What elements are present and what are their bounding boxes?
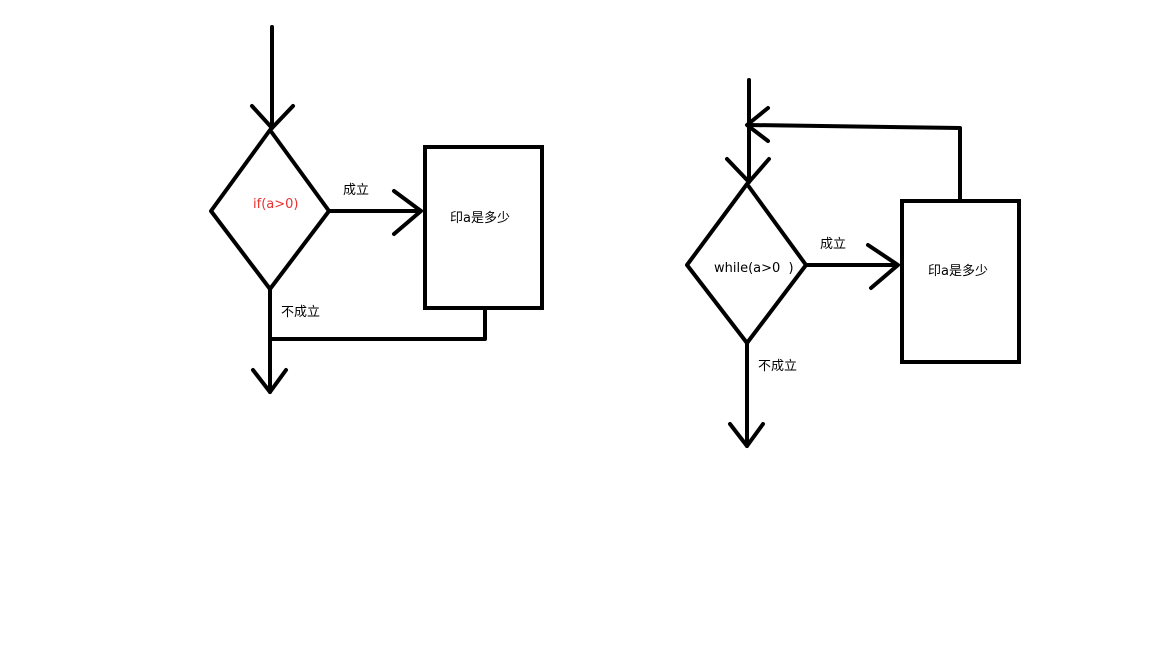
if-action-text: 印a是多少 bbox=[450, 210, 510, 226]
while-entry-arrowhead bbox=[725, 157, 771, 184]
while-action-text: 印a是多少 bbox=[928, 263, 988, 279]
while-true-label: 成立 bbox=[820, 237, 846, 252]
if-entry-arrowhead bbox=[250, 104, 295, 130]
if-exit-arrowhead bbox=[251, 368, 288, 394]
if-merge-line bbox=[270, 308, 487, 341]
if-condition-text: if(a>0) bbox=[253, 197, 298, 212]
while-loop-back-line bbox=[747, 123, 962, 201]
if-flowchart: if(a>0) 成立 印a是多少 不成立 bbox=[209, 25, 544, 394]
while-action-box bbox=[900, 199, 1021, 364]
while-loop-back-arrowhead bbox=[745, 106, 770, 143]
if-true-arrowhead bbox=[392, 189, 423, 236]
while-condition-text: while(a>0 ) bbox=[714, 261, 794, 276]
if-false-label: 不成立 bbox=[281, 305, 320, 320]
if-true-label: 成立 bbox=[343, 183, 369, 198]
if-action-box bbox=[423, 145, 544, 310]
while-false-label: 不成立 bbox=[758, 359, 797, 374]
while-flowchart: while(a>0 ) 成立 印a是多少 不成立 bbox=[685, 78, 1021, 448]
while-exit-arrowhead bbox=[728, 422, 765, 448]
while-true-arrowhead bbox=[866, 243, 900, 290]
